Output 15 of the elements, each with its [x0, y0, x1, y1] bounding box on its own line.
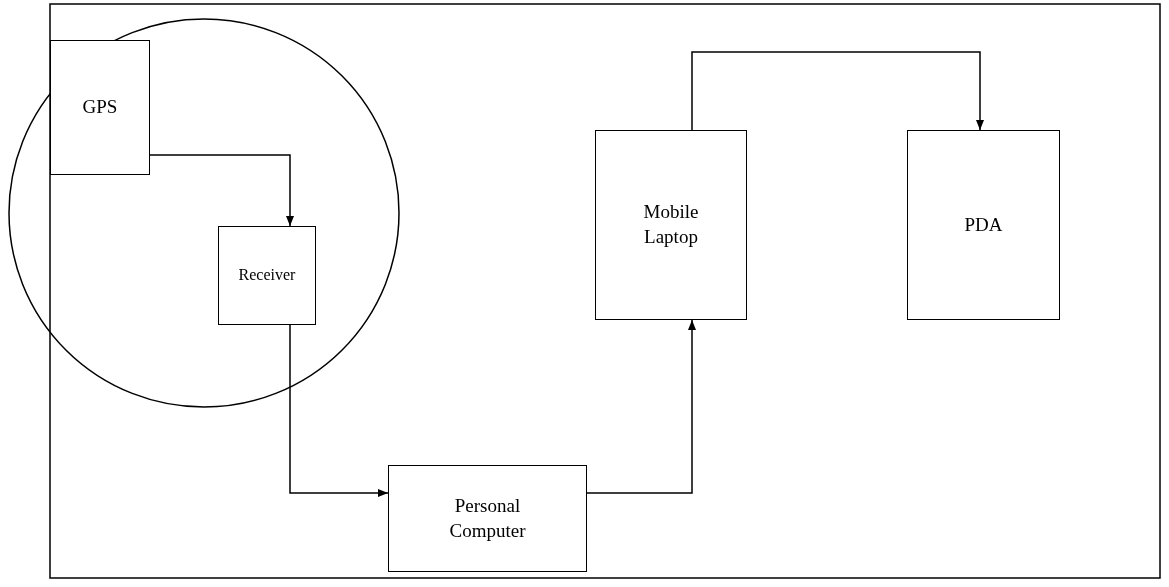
- grouping-circle: [8, 18, 400, 408]
- box-label: Mobile Laptop: [642, 200, 700, 249]
- arrow: [691, 51, 984, 131]
- arrow: [289, 324, 389, 497]
- box-label: Receiver: [237, 265, 297, 286]
- process-box: [595, 130, 747, 320]
- process-box: [388, 465, 587, 572]
- arrow: [586, 319, 696, 494]
- box-label: GPS: [81, 95, 119, 120]
- process-box: [907, 130, 1060, 320]
- arrow: [149, 154, 294, 227]
- process-box: [50, 40, 150, 175]
- box-label: Personal Computer: [448, 493, 527, 543]
- process-box: [218, 226, 316, 325]
- box-label: PDA: [963, 212, 1004, 237]
